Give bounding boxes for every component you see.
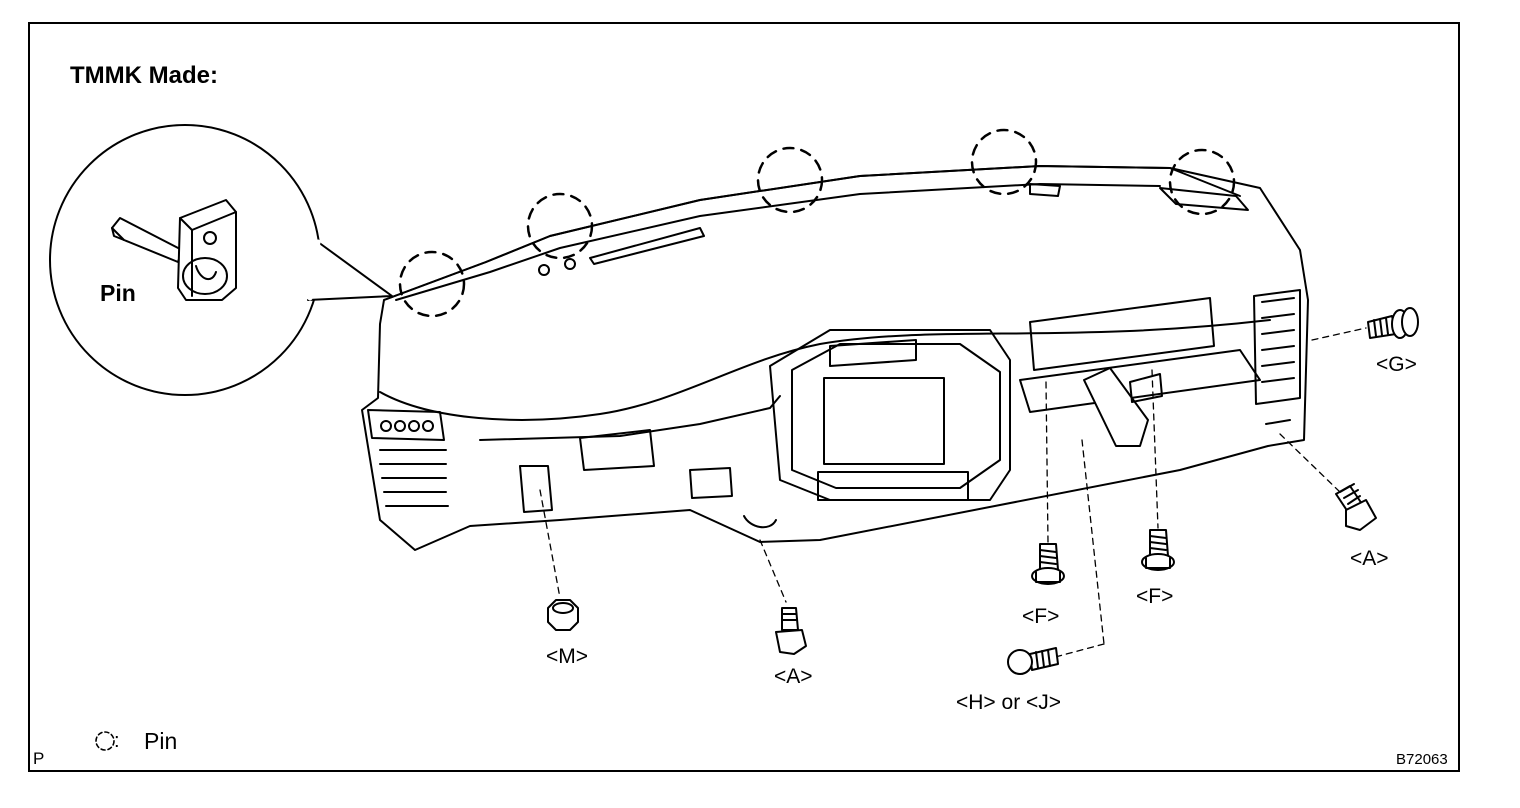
label-f-right: <F> <box>1136 585 1174 608</box>
pin-location-circle <box>756 146 824 214</box>
figure-code: B72063 <box>1396 751 1448 768</box>
bolt-a-bottom <box>775 607 807 655</box>
pin-clip-drawing <box>111 199 237 301</box>
legend-pin-symbol <box>95 731 115 751</box>
bolt-f-left <box>1031 543 1065 585</box>
label-a-right: <A> <box>1350 547 1389 570</box>
bolt-g <box>1367 307 1419 339</box>
bolt-a-right <box>1335 483 1377 531</box>
instrument-panel <box>361 165 1309 551</box>
screw-h-or-j <box>1007 647 1059 675</box>
corner-mark: P <box>33 749 45 768</box>
pin-location-circle <box>970 128 1038 196</box>
pin-location-circle <box>526 192 594 260</box>
label-g: <G> <box>1376 353 1417 376</box>
pin-location-circle <box>398 250 466 318</box>
legend-colon: : <box>114 730 120 752</box>
figure-frame <box>28 22 1460 772</box>
label-f-left: <F> <box>1022 605 1060 628</box>
legend-label: Pin <box>144 728 178 754</box>
leader-lines <box>539 327 1367 661</box>
callout-label: Pin <box>100 280 136 306</box>
label-a-bottom: <A> <box>774 665 813 688</box>
nut-m <box>547 599 579 631</box>
figure-title: TMMK Made: <box>70 62 218 89</box>
bolt-f-right <box>1141 529 1175 571</box>
pin-location-circle <box>1168 148 1236 216</box>
pin-locations <box>398 128 1236 318</box>
label-m: <M> <box>546 645 589 668</box>
label-h-or-j: <H> or <J> <box>956 691 1062 714</box>
